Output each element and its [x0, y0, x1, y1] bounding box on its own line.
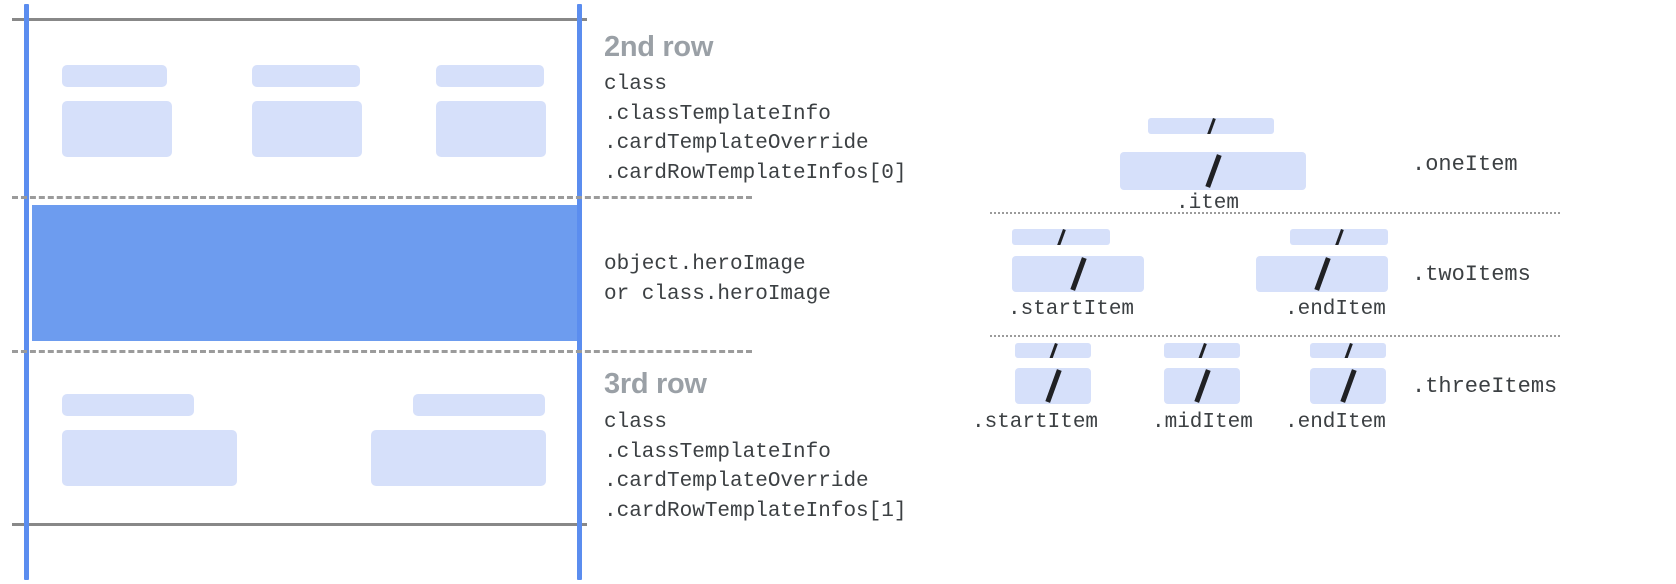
three-items-start-value-bar	[1015, 368, 1091, 404]
item-group-separator-upper	[990, 212, 1560, 214]
one-item-group-label: .oneItem	[1412, 152, 1518, 177]
row2-col3-label-placeholder	[436, 65, 544, 87]
row3-col2-value-placeholder	[371, 430, 546, 486]
row-separator-lower	[12, 350, 752, 353]
slash-icon	[1340, 369, 1357, 403]
slash-icon	[1070, 257, 1087, 291]
card-right-guide	[577, 4, 582, 580]
slash-icon	[1198, 343, 1207, 358]
three-items-end-label: .endItem	[1285, 411, 1386, 434]
row2-col2-value-placeholder	[252, 101, 362, 157]
row-separator-upper	[12, 196, 752, 199]
card-left-guide	[24, 4, 29, 580]
row2-col2-label-placeholder	[252, 65, 360, 87]
slash-icon	[1194, 369, 1211, 403]
three-items-end-label-bar	[1310, 343, 1386, 358]
row2-title: 2nd row	[604, 31, 714, 63]
slash-icon	[1057, 229, 1066, 245]
two-items-start-label: .startItem	[1008, 298, 1135, 321]
card-structure-diagram: 2nd row class .classTemplateInfo .cardTe…	[12, 4, 907, 580]
row3-title: 3rd row	[604, 368, 707, 400]
three-items-end-value-bar	[1310, 368, 1386, 404]
slash-icon	[1049, 343, 1058, 358]
row3-col2-label-placeholder	[413, 394, 545, 416]
two-items-end-label-bar	[1290, 229, 1388, 245]
item-template-diagram: .item .oneItem .startItem .endItem .twoI…	[960, 0, 1676, 584]
one-item-value-bar	[1120, 152, 1306, 190]
slash-icon	[1205, 154, 1222, 188]
two-items-start-value-bar	[1012, 256, 1144, 292]
three-items-start-label-bar	[1015, 343, 1091, 358]
card-bottom-rail	[12, 523, 587, 526]
one-item-label-bar	[1148, 118, 1274, 134]
row3-col1-label-placeholder	[62, 394, 194, 416]
two-items-start-label-bar	[1012, 229, 1110, 245]
hero-image-band	[32, 205, 577, 341]
row3-code: class .classTemplateInfo .cardTemplateOv…	[604, 411, 907, 523]
slash-icon	[1045, 369, 1062, 403]
three-items-group-label: .threeItems	[1412, 374, 1558, 399]
two-items-end-value-bar	[1256, 256, 1388, 292]
one-item-item-label: .item	[1176, 192, 1240, 215]
slash-icon	[1335, 229, 1344, 245]
slash-icon	[1207, 118, 1216, 134]
two-items-end-label: .endItem	[1285, 298, 1386, 321]
card-top-rail	[12, 18, 587, 21]
row2-col1-label-placeholder	[62, 65, 167, 87]
three-items-mid-value-bar	[1164, 368, 1240, 404]
two-items-group-label: .twoItems	[1412, 262, 1531, 287]
three-items-start-label: .startItem	[972, 411, 1099, 434]
row3-col1-value-placeholder	[62, 430, 237, 486]
row2-code: class .classTemplateInfo .cardTemplateOv…	[604, 73, 907, 185]
slash-icon	[1314, 257, 1331, 291]
hero-image-code: object.heroImage or class.heroImage	[604, 253, 831, 306]
item-group-separator-lower	[990, 335, 1560, 337]
three-items-mid-label-bar	[1164, 343, 1240, 358]
slash-icon	[1344, 343, 1353, 358]
row2-col3-value-placeholder	[436, 101, 546, 157]
three-items-mid-label: .midItem	[1152, 411, 1253, 434]
row2-col1-value-placeholder	[62, 101, 172, 157]
